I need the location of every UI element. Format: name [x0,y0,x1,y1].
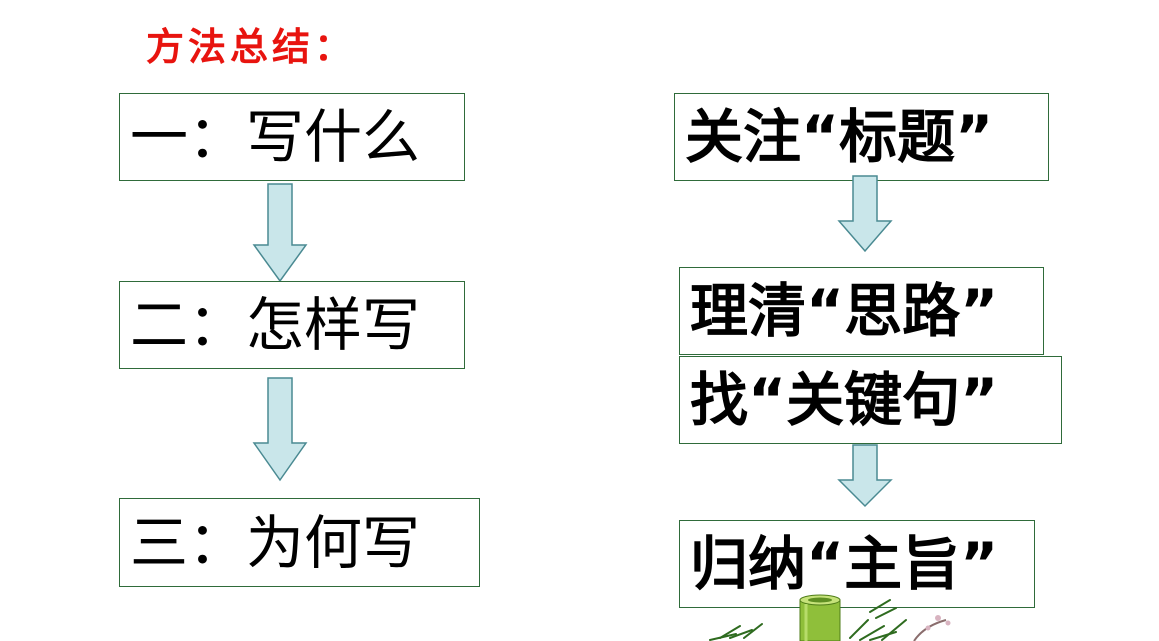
right-step-box-4: 归纳“主旨” [679,520,1035,608]
bamboo-pine-decoration [709,594,951,641]
left-step-box-3: 三：为何写 [119,498,480,587]
slide-title: 方法总结： [146,24,357,69]
down-arrow-icon [837,444,893,508]
right-step-label: 关注“标题” [685,103,994,171]
right-step-label: 找“关键句” [690,366,999,434]
right-step-box-1: 关注“标题” [674,93,1049,181]
left-step-box-2: 二：怎样写 [119,281,465,369]
right-step-label: 理清“思路” [690,277,999,345]
right-step-box-3: 找“关键句” [679,356,1062,444]
right-step-box-2: 理清“思路” [679,267,1044,355]
left-step-label: 一：写什么 [130,103,421,171]
left-step-label: 三：为何写 [130,508,421,577]
left-step-box-1: 一：写什么 [119,93,465,181]
right-step-label: 归纳“主旨” [690,530,999,598]
down-arrow-icon [252,377,308,482]
down-arrow-icon [837,175,893,253]
left-step-label: 二：怎样写 [130,291,421,359]
down-arrow-icon [252,183,308,283]
